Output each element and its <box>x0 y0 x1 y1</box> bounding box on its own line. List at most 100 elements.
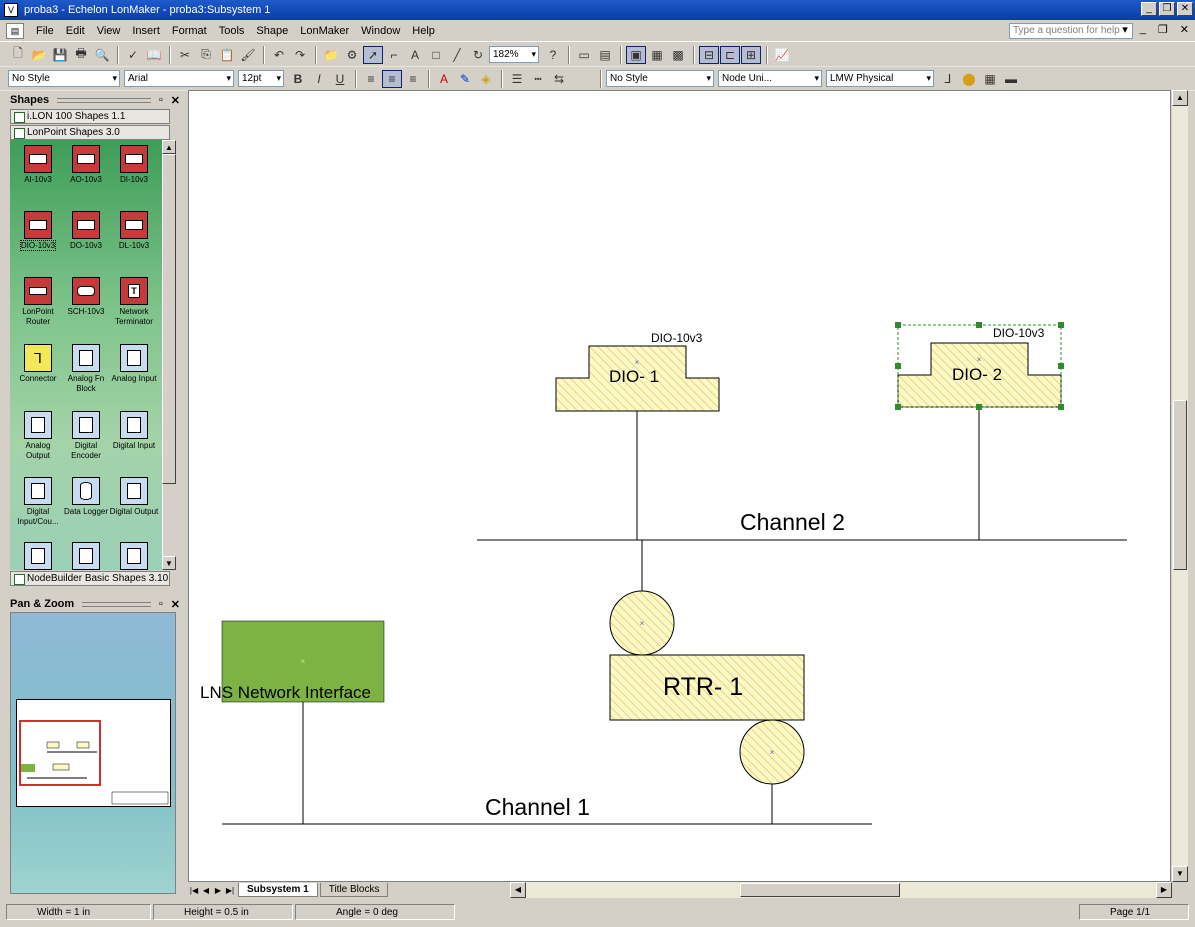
copy-icon[interactable]: ⎘ <box>201 47 211 61</box>
shape-digital-input[interactable]: Digital Input <box>109 411 159 451</box>
new-icon[interactable]: 🗋 <box>13 46 23 60</box>
shape-fill-icon[interactable]: ⬤ <box>962 71 976 86</box>
tab-title-blocks[interactable]: Title Blocks <box>319 883 389 897</box>
doc-minimize-button[interactable]: _ <box>1139 23 1146 35</box>
stencil-lonpoint-tab[interactable]: LonPoint Shapes 3.0 <box>10 125 170 140</box>
fill-style-combo[interactable]: Node Uni... <box>718 70 822 87</box>
router-ch1-transceiver[interactable] <box>739 719 805 785</box>
stencil-scrollbar[interactable]: ▲ ▼ <box>162 140 176 570</box>
research-icon[interactable]: 📖 <box>146 47 162 62</box>
menu-insert[interactable]: Insert <box>132 24 160 37</box>
doc-restore-button[interactable]: ❐ <box>1157 24 1168 36</box>
shape-partial-row[interactable] <box>61 542 111 570</box>
menu-tools[interactable]: Tools <box>218 24 245 37</box>
tab-subsystem-1[interactable]: Subsystem 1 <box>238 883 318 897</box>
scroll-right-icon[interactable]: ▶ <box>1156 882 1172 898</box>
shape-partial-row[interactable] <box>13 542 63 570</box>
router-body[interactable] <box>609 654 805 721</box>
doc-close-button[interactable]: ✕ <box>1179 24 1189 36</box>
align-center-icon[interactable]: ≡ <box>382 69 402 88</box>
shape-sch-10v3[interactable]: SCH-10v3 <box>61 277 111 317</box>
view-normal-icon[interactable]: ▣ <box>626 45 646 64</box>
style-combo[interactable]: No Style <box>8 70 120 87</box>
text-tool-icon[interactable]: A <box>410 47 419 62</box>
shapes-panel-menu-icon[interactable]: ▫ <box>158 94 163 106</box>
shadow-icon[interactable]: ▬ <box>1005 71 1017 86</box>
shape-analog-output[interactable]: Analog Output <box>13 411 63 461</box>
pattern-icon[interactable]: ▦ <box>984 71 996 86</box>
minimize-button[interactable]: _ <box>1141 2 1157 16</box>
line-pattern-icon[interactable]: ┅ <box>534 71 542 86</box>
help-search-input[interactable]: Type a question for help <box>1009 23 1133 39</box>
shape-analog-input[interactable]: Analog Input <box>109 344 159 384</box>
shape-dio-10v3[interactable]: DIO-10v3 <box>13 211 63 251</box>
align-right-icon[interactable]: ≡ <box>409 71 417 86</box>
underline-button[interactable]: U <box>335 71 345 86</box>
line-tool-icon[interactable]: ╱ <box>453 47 461 62</box>
menu-shape[interactable]: Shape <box>256 24 289 37</box>
selection-handle[interactable] <box>895 363 901 369</box>
shape-data-logger[interactable]: Data Logger <box>61 477 111 517</box>
fill-color-icon[interactable]: ◈ <box>481 71 491 86</box>
shape-analog-fn-block[interactable]: Analog Fn Block <box>61 344 111 394</box>
menu-format[interactable]: Format <box>171 24 207 37</box>
drawing-canvas[interactable]: × × × × × DIO-10v3 DIO- 1 DIO-1 <box>188 90 1171 882</box>
shape-digital-output[interactable]: Digital Output <box>109 477 159 517</box>
shape-ao-10v3[interactable]: AO-10v3 <box>61 145 111 185</box>
shape-connector[interactable]: ⅂ Connector <box>13 344 63 384</box>
first-page-icon[interactable]: |◀ <box>189 885 199 895</box>
line-style-combo[interactable]: No Style <box>606 70 714 87</box>
shapes-panel-close-icon[interactable]: ✕ <box>170 94 180 107</box>
restore-button[interactable]: ❐ <box>1159 2 1175 16</box>
pan-zoom-window[interactable] <box>10 612 176 894</box>
scroll-down-icon[interactable]: ▼ <box>162 556 176 570</box>
menu-help[interactable]: Help <box>412 24 435 37</box>
page-icon[interactable]: ▭ <box>578 47 590 62</box>
shape-dl-10v3[interactable]: DL-10v3 <box>109 211 159 251</box>
shape-digital-encoder[interactable]: Digital Encoder <box>61 411 111 461</box>
next-page-icon[interactable]: ▶ <box>214 885 222 895</box>
layer-combo[interactable]: LMW Physical <box>826 70 934 87</box>
redo-icon[interactable]: ↷ <box>294 47 306 62</box>
selection-handle[interactable] <box>895 322 901 328</box>
cut-icon[interactable]: ✂ <box>179 47 191 62</box>
pointer-tool-icon[interactable]: ➚ <box>363 45 383 64</box>
scroll-left-icon[interactable]: ◀ <box>510 882 526 898</box>
font-color-icon[interactable]: A <box>439 71 448 86</box>
shape-di-10v3[interactable]: DI-10v3 <box>109 145 159 185</box>
font-combo[interactable]: Arial <box>124 70 234 87</box>
stencil-ilon-tab[interactable]: i.LON 100 Shapes 1.1 <box>10 109 170 124</box>
spelling-icon[interactable]: ✓ <box>127 47 139 62</box>
rotate-icon[interactable]: ↻ <box>472 47 484 62</box>
stencil-scroll-thumb[interactable] <box>162 154 176 484</box>
lonmaker-device-icon[interactable]: ⊟ <box>699 45 719 64</box>
line-color-icon[interactable]: ✎ <box>459 71 471 86</box>
help-icon[interactable]: ? <box>549 47 557 62</box>
undo-icon[interactable]: ↶ <box>273 47 285 62</box>
pan-zoom-view-rectangle[interactable] <box>19 720 101 786</box>
help-dropdown-icon[interactable]: ▾ <box>1122 24 1128 36</box>
align-left-icon[interactable]: ≡ <box>367 71 375 86</box>
print-preview-icon[interactable]: 🔍 <box>94 47 110 62</box>
bold-button[interactable]: B <box>293 71 303 86</box>
grid2-icon[interactable]: ▩ <box>672 47 684 62</box>
connector-icon[interactable]: ⌐ <box>390 47 398 62</box>
lonmaker-network-icon[interactable]: ⊞ <box>741 45 761 64</box>
menu-window[interactable]: Window <box>361 24 401 37</box>
canvas-vscroll-thumb[interactable] <box>1173 400 1187 570</box>
selection-handle[interactable] <box>976 404 982 410</box>
shape-digital-input-counter[interactable]: Digital Input/Cou... <box>13 477 63 527</box>
selection-handle[interactable] <box>976 322 982 328</box>
grid-icon[interactable]: ▦ <box>651 47 663 62</box>
line-ends-icon[interactable]: ⇆ <box>553 71 565 86</box>
print-icon[interactable]: 🖶 <box>75 46 87 60</box>
connector-style-icon[interactable]: ⅃ <box>944 71 952 86</box>
line-weight-icon[interactable]: ☰ <box>511 71 523 86</box>
shape-do-10v3[interactable]: DO-10v3 <box>61 211 111 251</box>
pan-zoom-menu-icon[interactable]: ▫ <box>158 598 163 610</box>
dio1-device-shape[interactable] <box>555 345 720 412</box>
canvas-vertical-scrollbar[interactable]: ▲ ▼ <box>1172 90 1188 882</box>
selection-handle[interactable] <box>895 404 901 410</box>
zoom-combo[interactable]: 182% <box>489 46 539 63</box>
menu-lonmaker[interactable]: LonMaker <box>300 24 350 37</box>
